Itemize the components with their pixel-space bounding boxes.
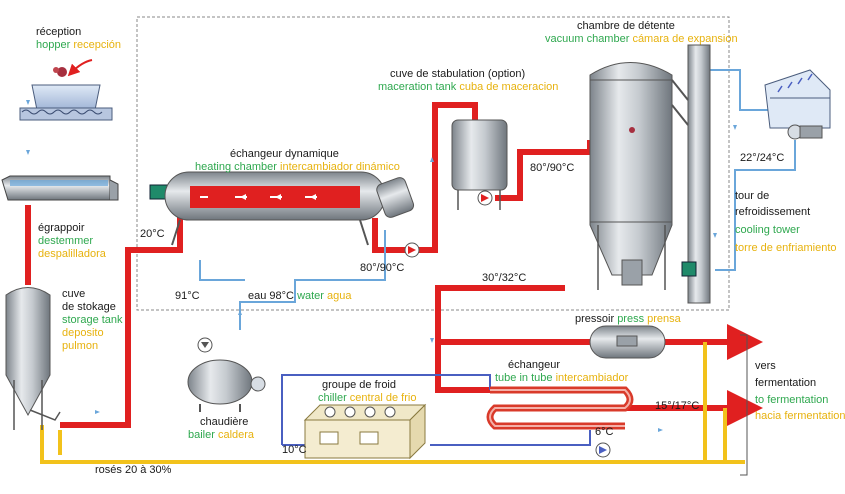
label-reception-fr: réception bbox=[36, 26, 82, 38]
label-eau-fr: eau 98°C bbox=[248, 290, 294, 302]
label-echangeur-tube-es: intercambiador bbox=[555, 372, 629, 384]
temp-20: 20°C bbox=[140, 228, 165, 240]
label-chambre-trans: vacuum chamber cámara de expansion bbox=[545, 33, 738, 46]
label-cuve-stab-trans: maceration tank cuba de maceracion bbox=[378, 81, 558, 94]
label-fermentation-es: hacia fermentation bbox=[755, 410, 845, 422]
label-fermentation-en: to fermentation bbox=[755, 394, 829, 406]
label-echangeur-tube-trans: tube in tube intercambiador bbox=[495, 372, 628, 385]
condenser-column-illustration bbox=[671, 44, 711, 304]
label-echangeur-tube-fr: échangeur bbox=[508, 359, 560, 371]
pipe-water-return bbox=[199, 260, 245, 281]
label-reception-en: hopper bbox=[36, 39, 71, 51]
pump-icons bbox=[404, 242, 611, 458]
label-chaudiere-en: bailer bbox=[188, 429, 215, 441]
label-tour-en: cooling tower bbox=[735, 224, 800, 236]
pipe-rose-bypass bbox=[40, 425, 745, 464]
temp-2224: 22°/24°C bbox=[740, 152, 785, 164]
label-egrappoir-fr: égrappoir bbox=[38, 222, 85, 234]
label-groupe-froid-en: chiller bbox=[318, 392, 347, 404]
chiller-illustration bbox=[303, 403, 427, 460]
label-groupe-froid-es: central de frio bbox=[349, 392, 417, 404]
cooling-tower-illustration bbox=[764, 69, 831, 140]
temp-1517: 15°/17°C bbox=[655, 400, 700, 412]
flow-arrows bbox=[26, 100, 737, 432]
label-egrappoir-en: destemmer bbox=[38, 235, 94, 247]
label-cuve-es1: deposito bbox=[62, 327, 104, 339]
label-fermentation-fr: fermentation bbox=[755, 377, 817, 389]
pipe-chiller-return bbox=[430, 430, 591, 446]
label-chambre-es: cámara de expansion bbox=[632, 33, 738, 45]
press-illustration bbox=[589, 325, 666, 359]
label-groupe-froid-trans: chiller central de frio bbox=[318, 392, 416, 405]
label-cuve-es2: pulmon bbox=[62, 340, 99, 352]
storage-tank-illustration bbox=[5, 287, 61, 430]
label-cuve-fr1: cuve bbox=[62, 288, 86, 300]
label-cuve-stab-fr: cuve de stabulation (option) bbox=[390, 68, 526, 80]
label-eau-en: water bbox=[297, 290, 324, 302]
label-reception-es: recepción bbox=[73, 39, 122, 51]
label-cuve-stab-es: cuba de maceracion bbox=[459, 81, 559, 93]
pipe-tank-to-exchanger bbox=[60, 215, 183, 428]
label-chaudiere-trans: bailer caldera bbox=[188, 429, 254, 442]
boiler-illustration bbox=[187, 337, 266, 412]
pipe-cooling-feed bbox=[700, 69, 770, 111]
label-pressoir-fr: pressoir bbox=[575, 313, 615, 325]
label-reception-trans: hopper recepción bbox=[36, 39, 121, 52]
label-chambre-en: vacuum chamber bbox=[545, 33, 630, 45]
label-cuve-fr2: de stokage bbox=[62, 301, 116, 313]
label-vers: vers bbox=[755, 360, 776, 372]
label-cuve-en: storage tank bbox=[62, 314, 123, 326]
temp-6: 6°C bbox=[595, 426, 614, 438]
label-echangeur-dyn-es: intercambiador dinámico bbox=[280, 161, 400, 173]
maceration-tank-illustration bbox=[451, 119, 508, 210]
label-echangeur-dyn-fr: échangeur dynamique bbox=[230, 148, 339, 160]
fermentation-bracket bbox=[740, 334, 748, 476]
label-cuve-stab-en: maceration tank bbox=[378, 81, 457, 93]
label-chaudiere-es: caldera bbox=[217, 429, 255, 441]
enclosure-frame bbox=[136, 16, 730, 311]
label-eau: eau 98°C water agua bbox=[248, 290, 352, 303]
pipe-hot-water bbox=[239, 230, 386, 330]
destemmer-illustration bbox=[1, 175, 119, 201]
label-echangeur-dyn-trans: heating chamber intercambiador dinámico bbox=[195, 161, 400, 174]
heating-chamber-illustration bbox=[149, 171, 415, 246]
label-echangeur-dyn-en: heating chamber bbox=[195, 161, 277, 173]
temp-10: 10°C bbox=[282, 444, 307, 456]
pipe-chiller-supply bbox=[281, 374, 491, 445]
label-pressoir-es: prensa bbox=[647, 313, 681, 325]
label-pressoir-en: press bbox=[617, 313, 645, 325]
label-chambre-fr: chambre de détente bbox=[577, 20, 675, 32]
tube-exchanger-illustration bbox=[486, 386, 634, 430]
label-egrappoir-es: despalilladora bbox=[38, 248, 106, 260]
label-chaudiere-fr: chaudière bbox=[200, 416, 249, 428]
label-roses: rosés 20 à 30% bbox=[95, 464, 172, 476]
temp-8090-b: 80°/90°C bbox=[530, 162, 575, 174]
temp-8090-a: 80°/90°C bbox=[360, 262, 405, 274]
temp-3032: 30°/32°C bbox=[482, 272, 527, 284]
vacuum-chamber-illustration bbox=[589, 62, 673, 290]
label-groupe-froid-fr: groupe de froid bbox=[322, 379, 396, 391]
label-pressoir: pressoir press prensa bbox=[575, 313, 681, 326]
pipe-cooling-return bbox=[715, 140, 796, 271]
label-echangeur-tube-en: tube in tube bbox=[495, 372, 553, 384]
label-eau-es: agua bbox=[327, 290, 352, 302]
pipe-exchanger-to-maceration bbox=[372, 102, 478, 253]
temp-91: 91°C bbox=[175, 290, 200, 302]
label-tour-fr2: refroidissement bbox=[735, 206, 811, 218]
hopper-illustration bbox=[19, 59, 113, 121]
label-tour-es: torre de enfriamiento bbox=[735, 242, 837, 254]
label-tour-fr1: tour de bbox=[735, 190, 770, 202]
